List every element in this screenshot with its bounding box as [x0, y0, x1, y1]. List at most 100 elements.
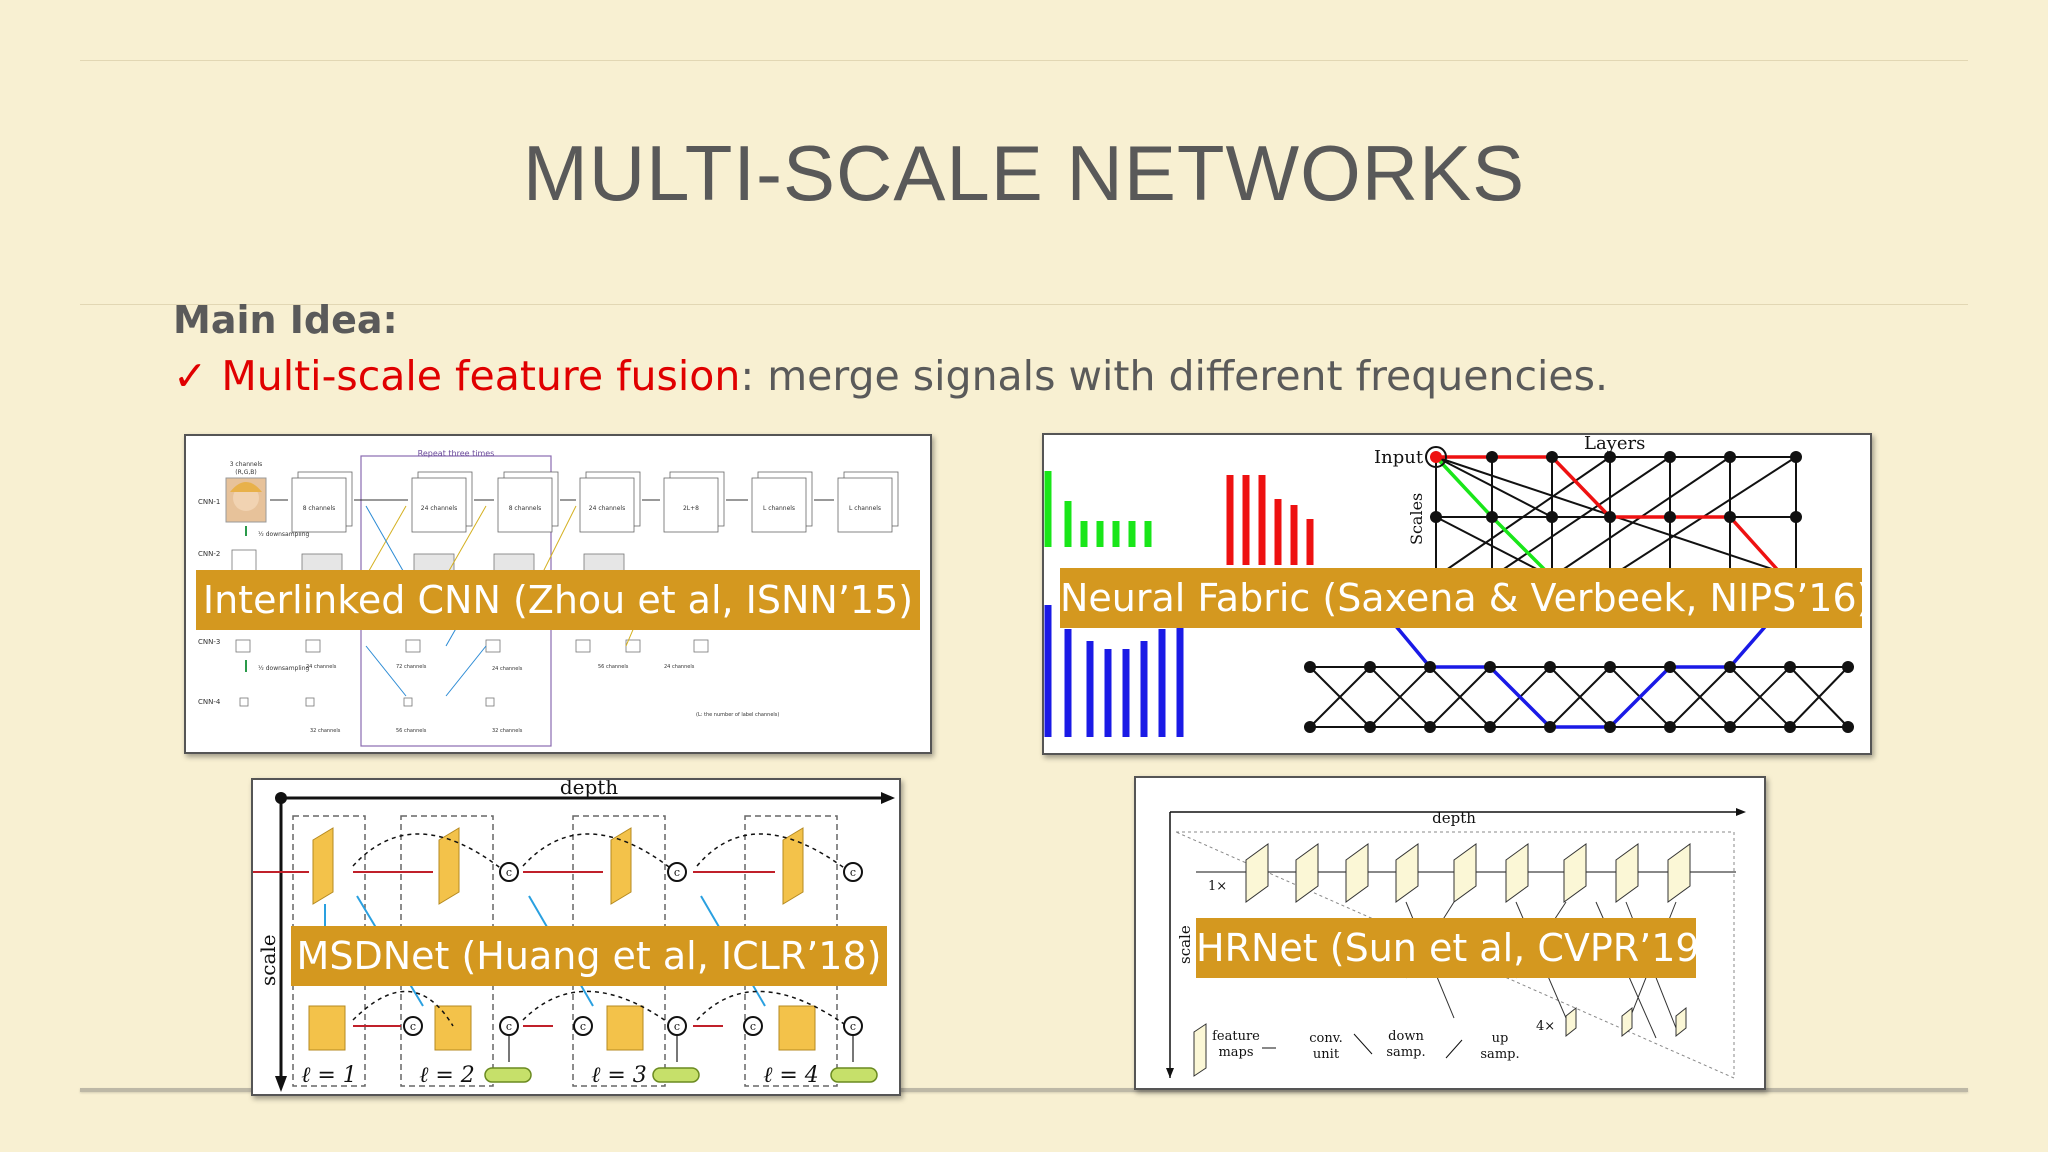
- row-label-cnn3: CNN-3: [198, 638, 220, 646]
- bullet-multiscale: ✓ Multi-scale feature fusion: merge signa…: [173, 352, 1608, 400]
- bottom-rule: [80, 1088, 1968, 1092]
- interlinked-cnn-figure: Repeat three times 3 channels (R,G,B) CN…: [184, 434, 932, 754]
- concat-symbol: c: [674, 1020, 680, 1033]
- bottom-label-3: 24 channels: [492, 666, 523, 672]
- layer-label-2: ℓ = 2: [419, 1063, 475, 1088]
- msdnet-diagram: depth scale: [253, 780, 895, 1092]
- row-label-cnn4: CNN-4: [198, 698, 221, 706]
- row-label-cnn2: CNN-2: [198, 550, 220, 558]
- hrnet-scale-arrowhead: [1166, 1068, 1174, 1078]
- cnn4-label-2: 56 channels: [396, 728, 427, 734]
- msdnet-scale-label: scale: [256, 934, 280, 986]
- main-idea-label: Main Idea:: [173, 298, 398, 342]
- concat-symbol: c: [506, 1020, 512, 1033]
- row-label-cnn1: CNN-1: [198, 498, 220, 506]
- cnn4-stacks: [239, 697, 495, 707]
- hrnet-high-res-blocks: [1245, 843, 1691, 903]
- checkmark-icon: ✓: [173, 352, 208, 400]
- cnn4-label-1: 32 channels: [310, 728, 341, 734]
- cnn1-channel-stacks: [291, 471, 899, 533]
- legend-feature-maps-icon: [1193, 1023, 1207, 1077]
- legend-down-arrow: [1353, 1033, 1373, 1055]
- bottom-label-5: 24 channels: [664, 664, 695, 670]
- cnn4-label-3: 32 channels: [492, 728, 523, 734]
- legend-down-line1: down: [1388, 1029, 1424, 1044]
- horizontal-red-arrows: [253, 871, 775, 1027]
- depth-axis-arrowhead: [881, 792, 895, 804]
- fabric-nodes: [1304, 451, 1854, 733]
- cnn3-stacks: [235, 639, 709, 653]
- box-label-6: L channels: [763, 505, 795, 512]
- fabric-scales-label: Scales: [1407, 493, 1426, 545]
- dense-dashed-arcs: [352, 833, 848, 1027]
- box-label-5: 2L+8: [683, 505, 699, 512]
- concat-symbol: c: [410, 1020, 416, 1033]
- hrnet-depth-label: depth: [1432, 809, 1476, 827]
- layer-label-4: ℓ = 4: [763, 1063, 819, 1088]
- legend-up-line1: up: [1492, 1031, 1509, 1046]
- scale-4x-label: 4×: [1536, 1019, 1555, 1034]
- layer-dashed-boxes: [292, 815, 838, 1087]
- caption-msdnet: MSDNet (Huang et al, ICLR’18): [291, 926, 887, 986]
- legend-feature-line1: feature: [1212, 1029, 1260, 1044]
- input-node: [1430, 451, 1442, 463]
- bottom-label-2: 72 channels: [396, 664, 427, 670]
- repeat-label: Repeat three times: [418, 449, 495, 458]
- hrnet-depth-arrowhead: [1736, 808, 1746, 816]
- box-label-7: L channels: [849, 505, 881, 512]
- legend-feature-line2: maps: [1218, 1045, 1253, 1060]
- neural-fabric-diagram: Input Layers Scales: [1044, 435, 1854, 737]
- legend-up-arrow: [1445, 1039, 1463, 1059]
- box-label-4: 24 channels: [589, 505, 625, 512]
- hrnet-scale-label: scale: [1176, 925, 1194, 964]
- bullet-rest: : merge signals with different frequenci…: [740, 352, 1609, 400]
- slide-title: MULTI-SCALE NETWORKS: [522, 129, 1526, 217]
- red-signal-bars: [1226, 475, 1314, 565]
- box-label-2: 24 channels: [421, 505, 457, 512]
- hair-shape: [230, 482, 262, 492]
- box-label-1: 8 channels: [303, 505, 336, 512]
- hrnet-figure: depth scale 1× 4× feature maps conv. uni…: [1134, 776, 1766, 1090]
- concat-symbol: c: [580, 1020, 586, 1033]
- legend-up-line2: samp.: [1480, 1047, 1519, 1062]
- concat-symbol: c: [674, 866, 680, 879]
- downsample-label-2: ½ downsampling: [258, 665, 310, 672]
- msdnet-depth-label: depth: [560, 780, 618, 799]
- input-channels-label: 3 channels: [230, 461, 263, 468]
- axis-origin: [275, 792, 287, 804]
- bullet-highlight: Multi-scale feature fusion: [221, 352, 741, 400]
- blue-path: [1368, 593, 1786, 729]
- concat-symbol: c: [850, 1020, 856, 1033]
- classifier-arrows: [508, 1036, 854, 1062]
- title-divider: [80, 304, 1968, 305]
- top-rule: [80, 60, 1968, 61]
- concat-symbol: c: [506, 866, 512, 879]
- concat-symbol: c: [750, 1020, 756, 1033]
- label-channels-note: (L: the number of label channels): [696, 712, 779, 718]
- caption-neural-fabric: Neural Fabric (Saxena & Verbeek, NIPS’16…: [1060, 568, 1870, 628]
- scale-axis-arrowhead: [275, 1076, 287, 1092]
- hrnet-stage-outline: [1175, 831, 1735, 1079]
- bottom-label-1: 24 channels: [306, 664, 337, 670]
- fabric-layers-label: Layers: [1584, 435, 1645, 454]
- feature-blocks-top: [312, 827, 804, 905]
- msdnet-figure: depth scale: [251, 778, 901, 1096]
- scale-1x-label: 1×: [1208, 879, 1227, 894]
- classifier-pills: [484, 1067, 878, 1083]
- fabric-input-label: Input: [1374, 447, 1424, 468]
- legend-conv-line2: unit: [1313, 1047, 1340, 1062]
- input-rgb-label: (R,G,B): [235, 469, 256, 476]
- legend-down-line2: samp.: [1386, 1045, 1425, 1060]
- layer-label-3: ℓ = 3: [591, 1063, 647, 1088]
- caption-interlinked-cnn: Interlinked CNN (Zhou et al, ISNN’15): [196, 570, 920, 630]
- concat-symbol: c: [850, 866, 856, 879]
- neural-fabric-figure: Input Layers Scales Neural Fabric (Saxen…: [1042, 433, 1872, 755]
- concat-nodes: [403, 862, 863, 1036]
- input-node-ring: [1425, 446, 1447, 468]
- downsample-label: ½ downsampling: [258, 531, 310, 538]
- box-label-3: 8 channels: [509, 505, 542, 512]
- feature-blocks-bottom: [308, 1005, 816, 1051]
- legend-conv-line1: conv.: [1309, 1031, 1342, 1046]
- green-signal-bars: [1044, 471, 1152, 547]
- hrnet-diagram: depth scale 1× 4× feature maps conv. uni…: [1166, 808, 1746, 1079]
